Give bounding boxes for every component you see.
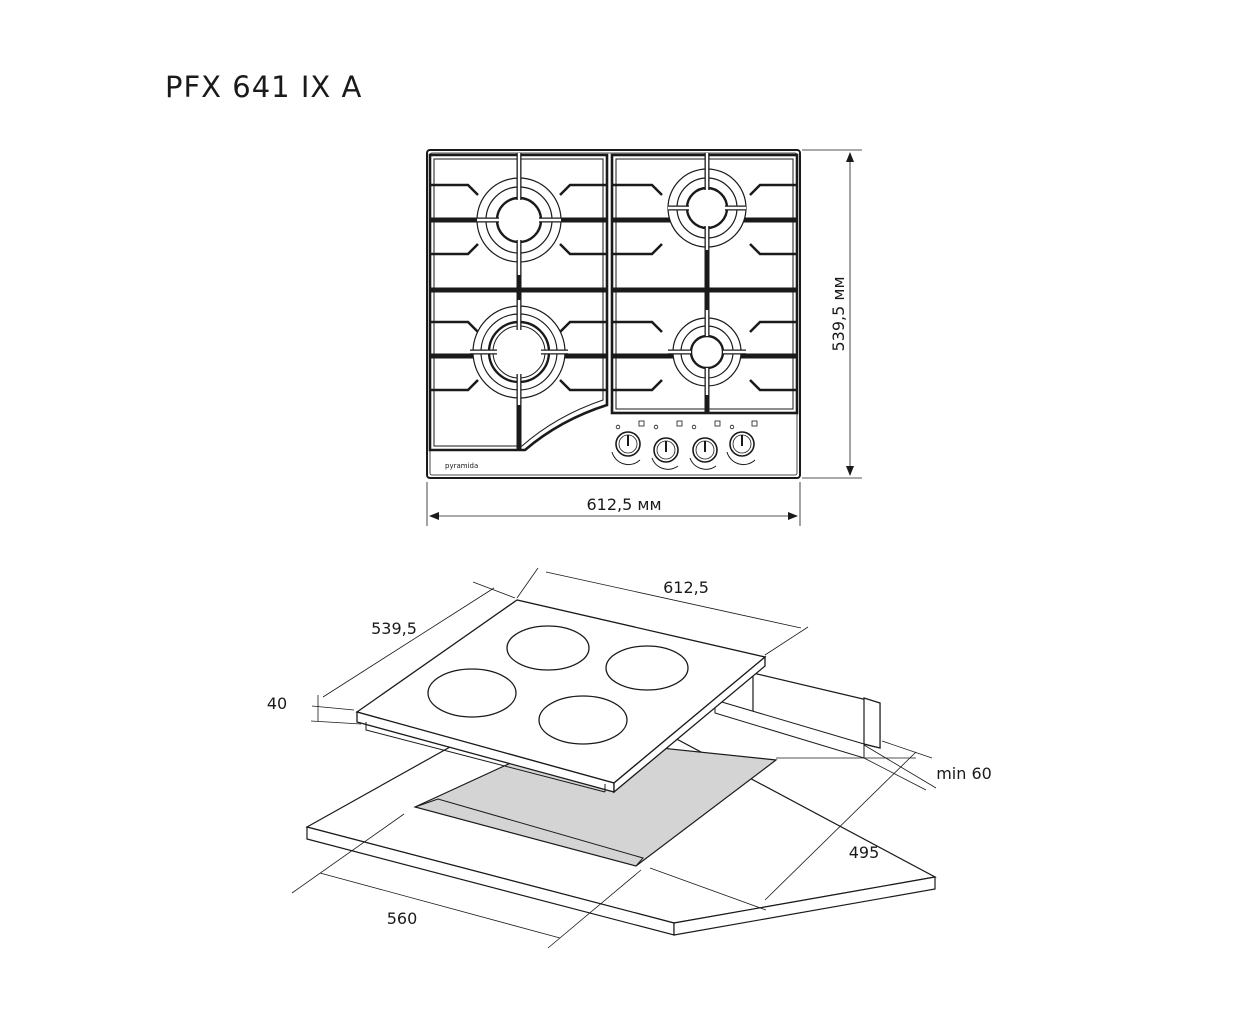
control-knobs — [611, 420, 758, 470]
brand-logo: pyramida — [445, 462, 478, 470]
iso-depth-label: 539,5 — [371, 619, 417, 638]
iso-height-label: 40 — [267, 694, 287, 713]
cooking-zone-2 — [605, 645, 689, 691]
cooking-zone-4 — [538, 695, 628, 745]
hob-outline — [426, 149, 801, 479]
installation-iso-view: 612,5 539,5 40 min 60 495 560 — [267, 567, 992, 949]
cooking-zone-1 — [506, 625, 590, 671]
cooking-zone-3 — [427, 668, 517, 718]
iso-width-label: 612,5 — [663, 578, 709, 597]
width-label: 612,5 мм — [586, 495, 661, 514]
iso-dimension-lines — [291, 567, 937, 949]
knob-3[interactable] — [689, 420, 721, 470]
hob-top-view: pyramida 612,5 мм 539,5 мм — [426, 149, 862, 526]
knob-4[interactable] — [726, 420, 758, 466]
cutout-depth-label: 495 — [849, 843, 880, 862]
height-label: 539,5 мм — [829, 276, 848, 351]
knob-1[interactable] — [611, 420, 645, 466]
cutout-width-label: 560 — [387, 909, 418, 928]
knob-2[interactable] — [651, 420, 683, 470]
hob-plate — [355, 599, 767, 794]
page-title: PFX 641 IX A — [165, 70, 363, 104]
rear-wall-block — [714, 672, 881, 759]
min-gap-label: min 60 — [936, 764, 992, 783]
